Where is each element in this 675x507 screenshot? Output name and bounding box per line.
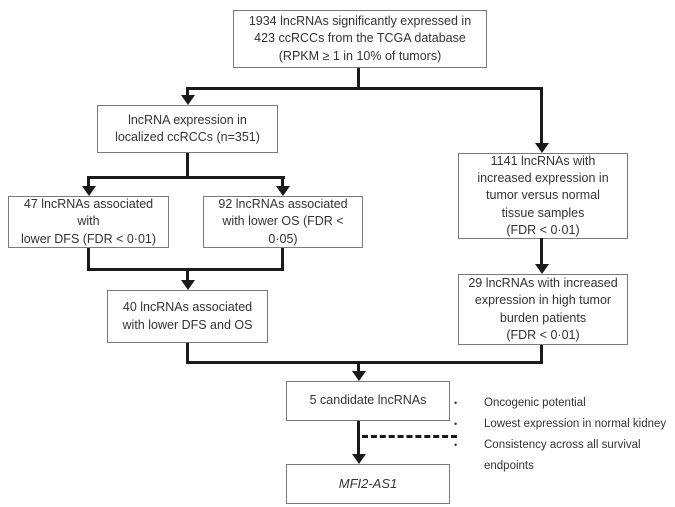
node-high-tumor-burden-text: 29 lncRNAs with increased expression in … bbox=[468, 276, 618, 342]
node-high-tumor-burden: 29 lncRNAs with increased expression in … bbox=[458, 274, 628, 345]
node-localized-text: lncRNA expression in localized ccRCCs (n… bbox=[115, 112, 260, 144]
connector-initial-stem bbox=[357, 68, 360, 88]
connector-burden-down bbox=[540, 345, 543, 364]
node-lower-dfs-and-os: 40 lncRNAs associated with lower DFS and… bbox=[107, 290, 268, 343]
connector-to-dfsos-stem bbox=[186, 268, 189, 281]
arrowhead-to-os-icon bbox=[276, 186, 290, 196]
connector-to-localized-stem bbox=[186, 87, 189, 96]
connector-os-down bbox=[281, 248, 284, 271]
arrowhead-to-dfs-icon bbox=[82, 186, 96, 196]
connector-bottom-merge-horizontal bbox=[186, 361, 543, 364]
criteria-item: • Lowest expression in normal kidney bbox=[452, 414, 674, 435]
connector-dfs-down bbox=[87, 248, 90, 271]
connector-split-horizontal bbox=[87, 176, 285, 179]
node-initial-lncrnas: 1934 lncRNAs significantly expressed in … bbox=[233, 10, 487, 68]
node-final-mfi2-as1: MFI2-AS1 bbox=[286, 464, 450, 504]
connector-candidates-to-final-stem bbox=[357, 421, 360, 455]
connector-to-dfs-stem bbox=[87, 176, 90, 187]
connector-tumor-to-burden-stem bbox=[540, 238, 543, 266]
bullet-icon: • bbox=[454, 440, 458, 450]
arrowhead-to-final-icon bbox=[352, 454, 366, 464]
node-lower-os: 92 lncRNAs associated with lower OS (FDR… bbox=[203, 196, 363, 248]
connector-dfsos-down bbox=[186, 343, 189, 364]
bullet-icon: • bbox=[454, 419, 458, 429]
connector-localized-stem bbox=[186, 153, 189, 178]
arrowhead-to-tumor-icon bbox=[535, 143, 549, 153]
connector-to-os-stem bbox=[281, 176, 284, 187]
criteria-item: • Consistency across all survival endpoi… bbox=[452, 435, 674, 477]
bullet-icon: • bbox=[454, 398, 458, 408]
connector-merge-horizontal bbox=[87, 268, 284, 271]
criteria-item: • Oncogenic potential bbox=[452, 393, 674, 414]
arrowhead-to-dfsos-icon bbox=[181, 280, 195, 290]
node-final-mfi2-as1-text: MFI2-AS1 bbox=[338, 476, 398, 492]
connector-top-branch-horizontal bbox=[186, 87, 543, 90]
connector-to-tumor-stem bbox=[540, 87, 543, 145]
node-tumor-vs-normal-text: 1141 lncRNAs with increased expression i… bbox=[477, 153, 609, 237]
selection-criteria-list: • Oncogenic potential • Lowest expressio… bbox=[452, 393, 674, 477]
node-lower-dfs-and-os-text: 40 lncRNAs associated with lower DFS and… bbox=[122, 300, 253, 332]
criteria-item-text: Consistency across all survival endpoint… bbox=[484, 439, 641, 472]
dashed-callout-line bbox=[362, 435, 457, 438]
node-lower-dfs-text: 47 lncRNAs associated with lower DFS (FD… bbox=[20, 197, 157, 246]
node-candidate-lncrnas: 5 candidate lncRNAs bbox=[286, 381, 450, 421]
node-tumor-vs-normal: 1141 lncRNAs with increased expression i… bbox=[458, 153, 628, 239]
node-initial-text: 1934 lncRNAs significantly expressed in … bbox=[248, 14, 472, 63]
node-localized-ccrcc: lncRNA expression in localized ccRCCs (n… bbox=[97, 105, 278, 153]
arrowhead-to-burden-icon bbox=[535, 264, 549, 274]
arrowhead-to-localized-icon bbox=[181, 95, 195, 105]
criteria-item-text: Oncogenic potential bbox=[484, 397, 586, 409]
node-candidate-lncrnas-text: 5 candidate lncRNAs bbox=[309, 393, 427, 408]
node-lower-dfs: 47 lncRNAs associated with lower DFS (FD… bbox=[8, 196, 169, 248]
arrowhead-to-candidates-icon bbox=[352, 371, 366, 381]
criteria-item-text: Lowest expression in normal kidney bbox=[484, 418, 667, 430]
node-lower-os-text: 92 lncRNAs associated with lower OS (FDR… bbox=[218, 197, 348, 246]
connector-to-candidates-stem bbox=[357, 361, 360, 372]
